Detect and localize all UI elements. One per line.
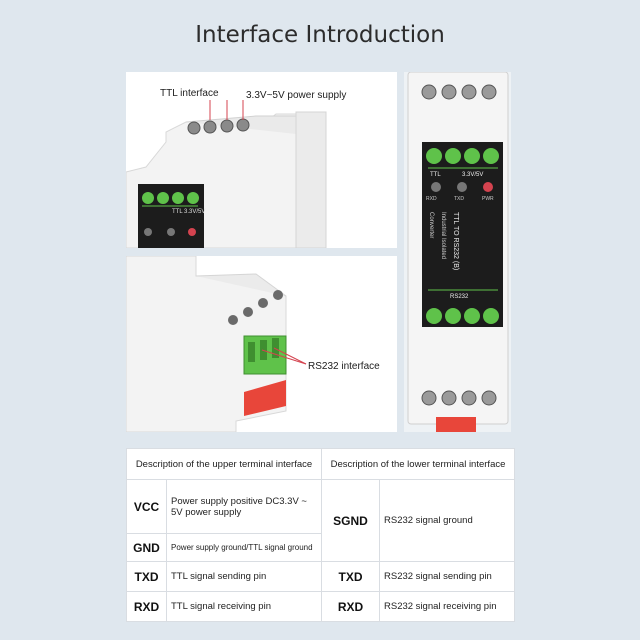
- top-screws: [187, 118, 250, 135]
- power-supply-callout: 3.3V~5V power supply: [246, 90, 347, 101]
- photo-bottom-terminal: RS232 interface: [126, 256, 397, 432]
- upper-desc-gnd: Power supply ground/TTL signal ground: [166, 533, 322, 562]
- photo-front-view: TTL 3.3V/5V RXD TXD PWR TTL TO RS232 (B)…: [404, 72, 511, 432]
- interface-description-table: Description of the upper terminal interf…: [126, 448, 515, 622]
- front-voltage-label: 3.3V/5V: [462, 172, 484, 178]
- upper-desc-txd: TTL signal sending pin: [166, 561, 322, 592]
- top-photo-voltage-label: 3.3V/5V: [184, 209, 206, 215]
- front-product-desc2: Converter: [428, 212, 434, 239]
- upper-desc-vcc: Power supply positive DC3.3V ~ 5V power …: [166, 479, 322, 534]
- ttl-interface-callout: TTL interface: [160, 88, 219, 99]
- front-led-rxd-label: RXD: [426, 196, 437, 202]
- upper-desc-rxd: TTL signal receiving pin: [166, 591, 322, 622]
- lower-desc-txd: RS232 signal sending pin: [379, 561, 515, 592]
- lower-desc-sgnd: RS232 signal ground: [379, 479, 515, 562]
- front-product-name: TTL TO RS232 (B): [452, 212, 459, 271]
- lower-pin-txd: TXD: [321, 561, 380, 592]
- lower-header: Description of the lower terminal interf…: [321, 448, 515, 480]
- front-led-pwr-label: PWR: [482, 196, 494, 202]
- photo-top-terminal: TTL interface 3.3V~5V power supply TTL 3…: [126, 72, 397, 248]
- upper-header: Description of the upper terminal interf…: [126, 448, 322, 480]
- upper-pin-rxd: RXD: [126, 591, 167, 622]
- lower-desc-rxd: RS232 signal receiving pin: [379, 591, 515, 622]
- page-title: Interface Introduction: [195, 22, 445, 48]
- top-photo-ttl-label: TTL: [172, 209, 183, 215]
- upper-pin-txd: TXD: [126, 561, 167, 592]
- upper-pin-vcc: VCC: [126, 479, 167, 534]
- lower-pin-sgnd: SGND: [321, 479, 380, 562]
- front-led-txd-label: TXD: [454, 196, 464, 202]
- rs232-interface-callout: RS232 interface: [308, 361, 380, 372]
- front-rs232-label: RS232: [450, 294, 469, 300]
- front-ttl-label: TTL: [430, 172, 441, 178]
- upper-pin-gnd: GND: [126, 533, 167, 562]
- front-product-desc: Industrial Isolated: [440, 212, 446, 260]
- lower-pin-rxd: RXD: [321, 591, 380, 622]
